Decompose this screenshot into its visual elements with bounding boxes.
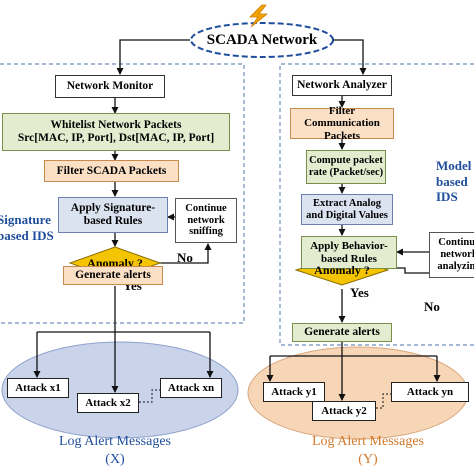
apply-behavior-rules-box: Apply Behavior- based Rules — [301, 236, 397, 269]
left-no-path — [158, 243, 212, 264]
attack-x2-box: Attack x2 — [77, 393, 139, 413]
left-generate-alerts-box: Generate alerts — [63, 266, 163, 285]
scada-network-label: SCADA Network — [206, 31, 318, 48]
continue-analyzing-box: Continue network analyzing — [429, 232, 474, 278]
right-generate-alerts-box: Generate alerts — [292, 323, 392, 342]
left-dots-connector — [139, 389, 160, 403]
continue-sniffing-box: Continue network sniffing — [175, 198, 237, 243]
attack-y2-box: Attack y2 — [312, 401, 376, 421]
left-region-border — [0, 63, 245, 324]
extract-values-box: Extract Analog and Digital Values — [301, 194, 393, 225]
cloud-to-left-connector — [116, 39, 190, 75]
attack-y1-box: Attack y1 — [263, 382, 325, 402]
lightning-icon — [249, 4, 269, 28]
network-analyzer-box: Network Analyzer — [292, 75, 392, 96]
whitelist-packets-box: Whitelist Network Packets Src[MAC, IP, P… — [2, 113, 230, 151]
filter-communication-box: Filter Communication Packets — [290, 105, 394, 142]
log-sub-y: (Y) — [358, 452, 378, 467]
log-title-x: Log Alert Messages — [59, 434, 171, 449]
left-region-label: Signature based IDS — [0, 212, 54, 243]
compute-packet-rate-box: Compute packet rate (Packet/sec) — [306, 150, 386, 184]
right-anomaly-label: Anomaly ? — [314, 262, 370, 277]
right-no-label: No — [424, 299, 440, 314]
log-title-y: Log Alert Messages — [312, 434, 424, 449]
left-no-label: No — [177, 250, 193, 265]
apply-signature-rules-box: Apply Signature- based Rules — [58, 197, 168, 233]
cloud-to-right-connector — [333, 39, 367, 75]
right-yes-label: Yes — [350, 285, 369, 300]
right-region-label: Model based IDS — [436, 158, 472, 205]
attack-xn-box: Attack xn — [160, 378, 222, 398]
log-sub-x: (X) — [105, 452, 125, 467]
attack-x1-box: Attack x1 — [7, 378, 69, 398]
right-dots-connector — [376, 393, 391, 409]
attack-yn-box: Attack yn — [391, 382, 469, 402]
network-monitor-box: Network Monitor — [55, 75, 165, 98]
filter-scada-packets-box: Filter SCADA Packets — [44, 160, 179, 182]
log-ellipse-x — [1, 341, 239, 439]
